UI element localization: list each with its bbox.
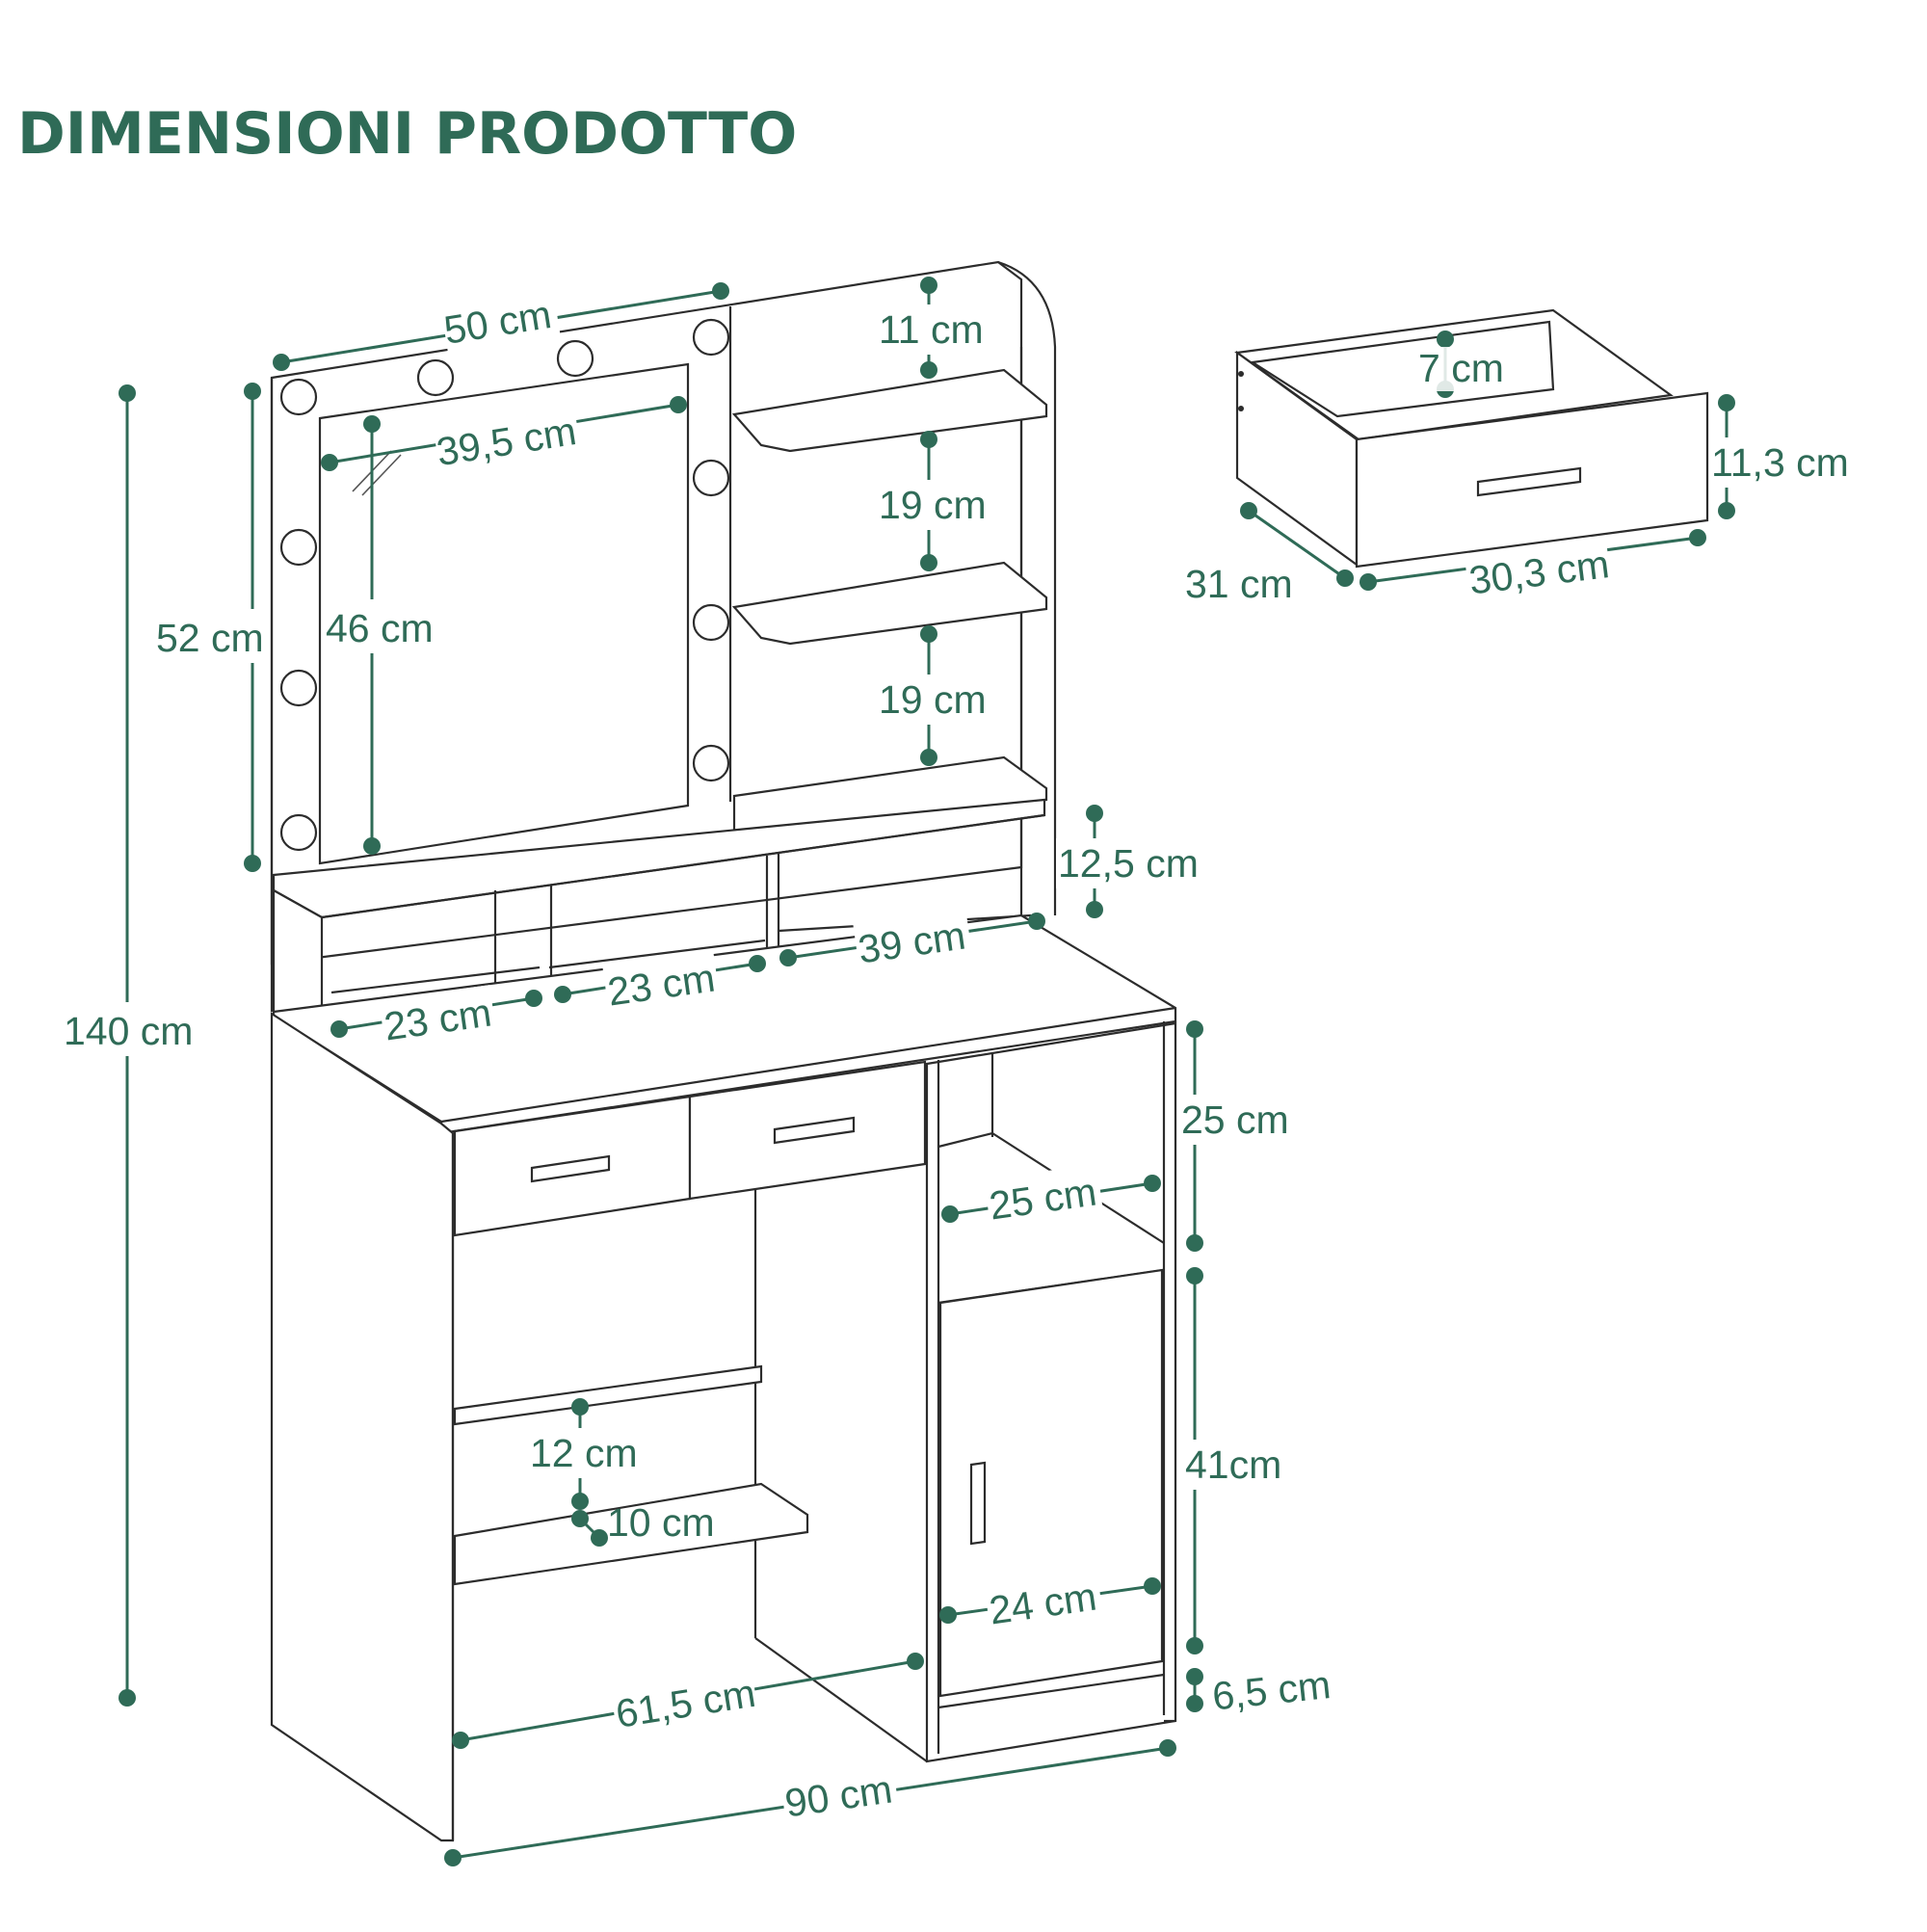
bulb-icon [279, 813, 318, 852]
bulb-icon [279, 378, 318, 416]
label-top-shelf-gap: 11 cm [879, 307, 984, 352]
drawer-detail [1234, 308, 1709, 569]
bulb-icon [692, 459, 730, 497]
label-base-height: 6,5 cm [1210, 1662, 1333, 1719]
label-drawer-inner-height: 7 cm [1418, 346, 1504, 390]
label-mirror-height: 46 cm [326, 606, 434, 650]
label-inner-shelf-depth: 10 cm [607, 1500, 715, 1545]
bulb-icon [416, 358, 455, 397]
dimension-labels: 140 cm 50 cm 52 cm 39,5 cm 46 cm 11 cm 1… [60, 284, 1849, 1826]
bulb-icon [279, 669, 318, 707]
vanity-bulbs [279, 318, 730, 852]
label-drawer-depth: 31 cm [1185, 562, 1293, 606]
mirror [318, 362, 690, 865]
left-side-panel [270, 1011, 455, 1842]
bulb-icon [692, 318, 730, 357]
drawer-right-handle[interactable] [773, 1116, 856, 1145]
bulb-icon [556, 339, 594, 378]
label-inner-shelf-height: 12 cm [530, 1431, 638, 1475]
cabinet-door-handle[interactable] [969, 1461, 987, 1546]
label-middle-shelf-gap: 19 cm [879, 483, 987, 527]
label-knee-width: 61,5 cm [613, 1671, 758, 1736]
label-cubby-height: 12,5 cm [1058, 841, 1199, 886]
page-title: DIMENSIONI PRODOTTO [17, 100, 798, 168]
bulb-icon [279, 528, 318, 567]
label-drawer-width: 30,3 cm [1466, 542, 1611, 602]
drawer-left-handle[interactable] [530, 1154, 611, 1183]
cubby-unit [272, 798, 1046, 1039]
drawer-front-handle [1476, 466, 1582, 497]
bulb-icon [692, 744, 730, 782]
label-side-open-height: 25 cm [1181, 1098, 1289, 1142]
label-lower-shelf-gap: 19 cm [879, 677, 987, 722]
desk [270, 913, 1177, 1842]
label-cabinet-height: 41cm [1185, 1442, 1281, 1487]
label-total-height: 140 cm [64, 1009, 193, 1053]
hutch-side-panel [997, 260, 1057, 915]
inner-shelf-back [453, 1364, 763, 1426]
label-upper-height: 52 cm [156, 616, 264, 660]
inner-shelf [453, 1482, 809, 1586]
label-drawer-height: 11,3 cm [1711, 440, 1849, 485]
bulb-icon [692, 603, 730, 642]
hutch-shelves [731, 368, 1048, 842]
